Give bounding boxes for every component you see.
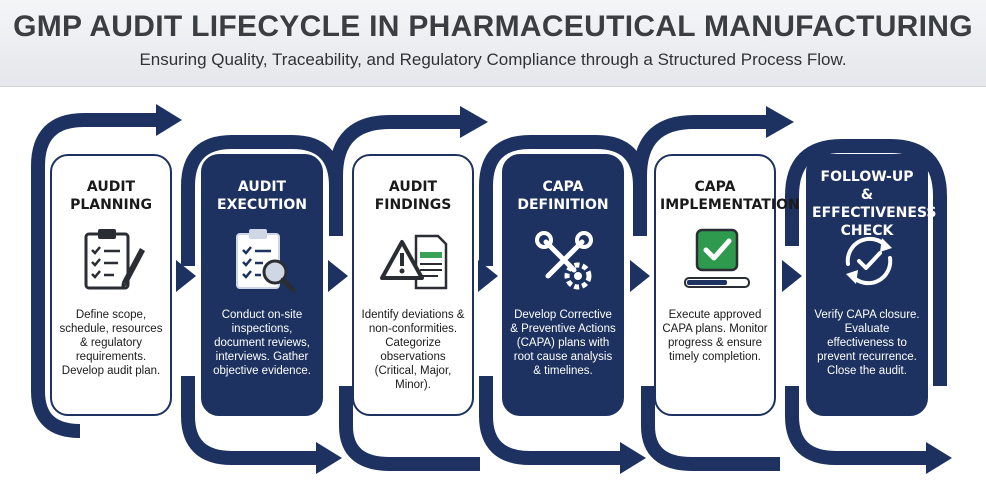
arrowhead xyxy=(630,260,650,292)
flow-segment xyxy=(785,386,928,465)
flow-segment xyxy=(785,139,947,386)
page-title: GMP AUDIT LIFECYCLE IN PHARMACEUTICAL MA… xyxy=(13,10,973,43)
stage-description: Execute approved CAPA plans. Monitor pro… xyxy=(662,309,768,363)
stage-description: Develop Corrective & Preventive Actions … xyxy=(510,309,616,377)
stage-capa-implementation: CAPA IMPLEMENTATION Execute approved CAP… xyxy=(654,154,800,416)
arrowhead xyxy=(328,260,348,292)
arrowhead xyxy=(316,442,342,474)
stage-capa-definition: CAPA DEFINITION Develop Corrective & Pre… xyxy=(502,154,624,416)
arrowhead xyxy=(620,442,646,474)
stage-audit-execution: AUDIT EXECUTION Conduct on-site inspecti… xyxy=(201,154,323,416)
page-subtitle: Ensuring Quality, Traceability, and Regu… xyxy=(139,50,847,69)
stage-title: AUDIT FINDINGS xyxy=(374,179,452,213)
stage-follow-up: FOLLOW-UP & EFFECTIVENESS CHECK Verify C… xyxy=(806,154,937,416)
wrench-gear-icon xyxy=(535,231,593,290)
stage-title: CAPA IMPLEMENTATION xyxy=(660,179,800,213)
stage-title: AUDIT EXECUTION xyxy=(217,179,307,213)
stage-title: FOLLOW-UP & EFFECTIVENESS CHECK xyxy=(812,169,937,239)
clipboard-magnifier-icon xyxy=(236,229,296,293)
stage-audit-planning: AUDIT PLANNING Define scope, schedule, r… xyxy=(50,154,172,416)
clipboard-pen-icon xyxy=(84,229,145,290)
flow-segment xyxy=(479,376,622,465)
stage-description: Identify deviations & non-conformities. … xyxy=(361,309,465,391)
refresh-check-icon xyxy=(845,236,893,286)
arrowhead xyxy=(176,260,196,292)
flow-ribbon xyxy=(31,104,952,474)
flow-segment xyxy=(339,386,480,471)
flow-segment xyxy=(633,115,768,236)
arrowhead xyxy=(766,106,794,138)
arrowhead xyxy=(478,260,498,292)
header-banner: GMP AUDIT LIFECYCLE IN PHARMACEUTICAL MA… xyxy=(0,0,986,87)
stage-title: CAPA DEFINITION xyxy=(517,179,609,213)
arrowhead xyxy=(926,442,952,474)
checkbox-progress-icon xyxy=(684,228,750,288)
stage-audit-findings: AUDIT FINDINGS Identify deviations & non… xyxy=(352,154,474,416)
warning-document-icon xyxy=(380,234,448,290)
stage-description: Define scope, schedule, resources & regu… xyxy=(59,309,163,377)
arrowhead xyxy=(156,104,182,136)
flow-segment xyxy=(31,113,158,391)
stage-title: AUDIT PLANNING xyxy=(70,179,152,213)
stage-description: Conduct on-site inspections, document re… xyxy=(213,309,311,377)
arrowhead xyxy=(782,260,802,292)
stage-description: Verify CAPA closure. Evaluate effectiven… xyxy=(814,309,920,377)
flow-segment xyxy=(181,376,318,465)
flow-segment xyxy=(329,115,462,236)
flow-segment xyxy=(31,390,81,438)
arrowhead xyxy=(460,106,488,138)
flow-segment xyxy=(641,386,780,471)
